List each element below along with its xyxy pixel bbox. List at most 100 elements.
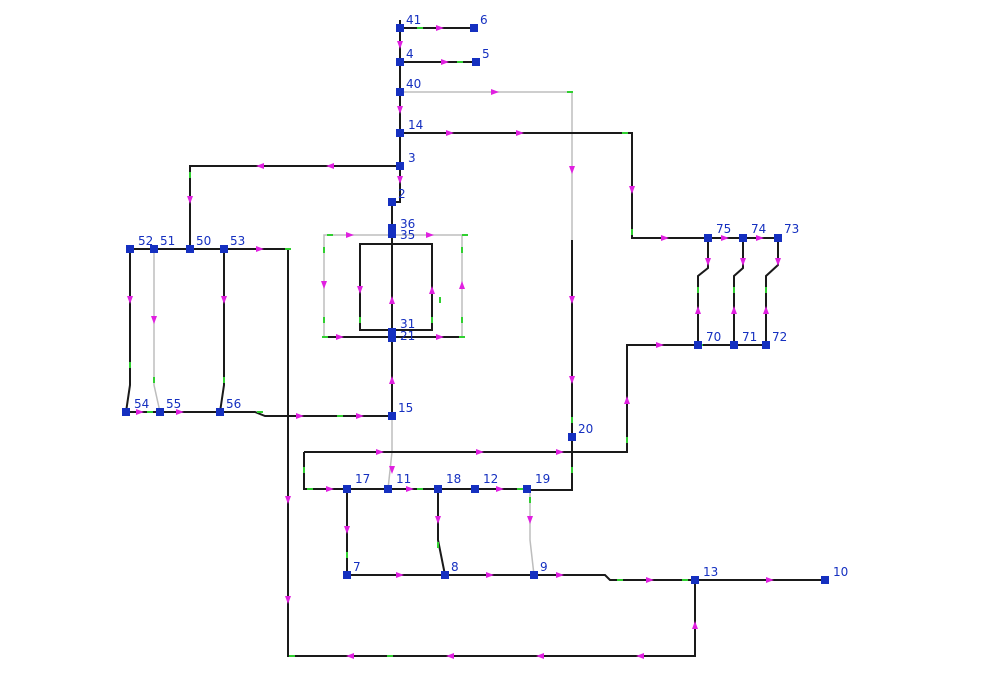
node-21 <box>388 334 396 342</box>
node-label-52: 52 <box>138 234 153 248</box>
flow-arrow-icon <box>346 232 354 238</box>
node-label-51: 51 <box>160 234 175 248</box>
pipe <box>126 411 392 417</box>
flow-arrow-icon <box>624 396 630 404</box>
pipe <box>153 249 161 413</box>
flow-arrow-icon <box>397 106 403 114</box>
flow-arrow-icon <box>326 486 334 492</box>
flow-arrow-icon <box>441 59 449 65</box>
flow-arrow-icon <box>692 621 698 629</box>
node-6 <box>470 24 478 32</box>
flow-arrow-icon <box>176 409 184 415</box>
flow-arrow-icon <box>285 596 291 604</box>
flow-arrow-icon <box>296 413 304 419</box>
flow-arrow-icon <box>187 196 193 204</box>
flow-arrow-icon <box>496 486 504 492</box>
flow-arrow-icon <box>389 466 395 474</box>
node-19 <box>523 485 531 493</box>
flow-arrow-icon <box>629 186 635 194</box>
flow-direction-arrows <box>127 25 781 659</box>
valve-markers <box>129 27 767 657</box>
node-label-4: 4 <box>406 47 414 61</box>
node-41 <box>396 24 404 32</box>
node-9 <box>530 571 538 579</box>
flow-arrow-icon <box>695 306 701 314</box>
node-label-35: 35 <box>400 228 415 242</box>
node-18 <box>434 485 442 493</box>
flow-arrow-icon <box>756 235 764 241</box>
flow-arrow-icon <box>661 235 669 241</box>
flow-arrow-icon <box>321 281 327 289</box>
node-label-7: 7 <box>353 560 361 574</box>
flow-arrow-icon <box>556 449 564 455</box>
pipe <box>527 240 573 491</box>
flow-arrow-icon <box>491 89 499 95</box>
flow-arrow-icon <box>136 409 144 415</box>
pipe <box>304 344 698 453</box>
pipe <box>733 238 744 345</box>
flow-arrow-icon <box>357 286 363 294</box>
flow-arrow-icon <box>426 232 434 238</box>
flow-arrow-icon <box>705 258 711 266</box>
node-label-6: 6 <box>480 13 488 27</box>
pipe <box>765 238 779 345</box>
node-40 <box>396 88 404 96</box>
node-70 <box>694 341 702 349</box>
node-71 <box>730 341 738 349</box>
node-label-17: 17 <box>355 472 370 486</box>
node-label-12: 12 <box>483 472 498 486</box>
node-36 <box>388 224 396 232</box>
pipe <box>437 489 446 576</box>
node-label-3: 3 <box>408 151 416 165</box>
flow-arrow-icon <box>569 166 575 174</box>
flow-arrow-icon <box>656 342 664 348</box>
node-label-9: 9 <box>540 560 548 574</box>
node-52 <box>126 245 134 253</box>
node-label-8: 8 <box>451 560 459 574</box>
flow-arrow-icon <box>446 653 454 659</box>
node-5 <box>472 58 480 66</box>
flow-arrow-icon <box>389 376 395 384</box>
flow-arrow-icon <box>731 306 737 314</box>
pipe <box>400 91 573 240</box>
flow-arrow-icon <box>429 286 435 294</box>
node-12 <box>471 485 479 493</box>
flow-arrow-icon <box>436 334 444 340</box>
flow-arrow-icon <box>376 449 384 455</box>
pipe <box>529 489 535 576</box>
flow-arrow-icon <box>486 572 494 578</box>
node-label-75: 75 <box>716 222 731 236</box>
node-label-31: 31 <box>400 317 415 331</box>
flow-arrow-icon <box>396 572 404 578</box>
node-8 <box>441 571 449 579</box>
flow-arrow-icon <box>721 235 729 241</box>
flow-arrow-icon <box>569 376 575 384</box>
node-label-41: 41 <box>406 13 421 27</box>
node-51 <box>150 245 158 253</box>
node-label-73: 73 <box>784 222 799 236</box>
flow-arrow-icon <box>775 258 781 266</box>
pipe <box>303 452 527 490</box>
node-label-11: 11 <box>396 472 411 486</box>
node-74 <box>739 234 747 242</box>
node-label-14: 14 <box>408 118 423 132</box>
flow-arrow-icon <box>436 25 444 31</box>
flow-arrow-icon <box>346 653 354 659</box>
node-label-10: 10 <box>833 565 848 579</box>
node-10 <box>821 576 829 584</box>
pipe <box>189 165 400 249</box>
node-3 <box>396 162 404 170</box>
node-75 <box>704 234 712 242</box>
node-4 <box>396 58 404 66</box>
pipe <box>400 132 708 239</box>
flow-arrow-icon <box>536 653 544 659</box>
node-11 <box>384 485 392 493</box>
flow-arrow-icon <box>636 653 644 659</box>
node-15 <box>388 412 396 420</box>
pipe <box>125 249 131 413</box>
flow-arrow-icon <box>435 516 441 524</box>
network-nodes <box>122 24 829 584</box>
flow-arrow-icon <box>389 296 395 304</box>
node-label-55: 55 <box>166 397 181 411</box>
